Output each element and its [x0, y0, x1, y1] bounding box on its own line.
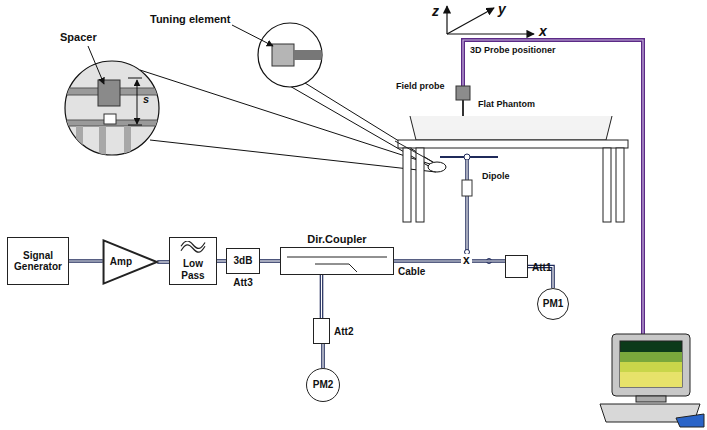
attenuator-3db: 3dBAtt3 [226, 248, 260, 274]
part-label: Dipole [482, 172, 510, 181]
axes [447, 6, 534, 34]
cable [321, 275, 322, 318]
cable-outer [260, 259, 280, 263]
low-pass-filter: Low Pass [169, 237, 217, 285]
attenuator: Att1 [505, 255, 528, 278]
node-caption: Att2 [334, 326, 353, 337]
cable [69, 261, 103, 262]
node-label: PM2 [313, 379, 334, 391]
cable-outer [320, 275, 324, 318]
cable-inner [394, 260, 505, 261]
cable-label: Cable [398, 266, 425, 277]
spacer-inset [60, 46, 170, 156]
dipole [428, 154, 498, 264]
tuning-inset [232, 23, 324, 87]
part-label: Spacer [60, 32, 97, 43]
cable-outer [394, 259, 505, 263]
part-label: Tuning element [150, 14, 230, 25]
node-caption: Dir.Coupler [307, 233, 366, 245]
amplifier: Amp [103, 240, 157, 284]
cable-outer [69, 259, 103, 263]
probe-positioner [456, 40, 643, 334]
node-caption: Att1 [532, 261, 551, 272]
power-meter: PM1 [537, 288, 569, 320]
power-meter: PM2 [306, 368, 340, 402]
node-caption: Att3 [233, 277, 252, 288]
cable-outer [321, 344, 325, 368]
node-label: Low Pass [173, 258, 213, 281]
part-label: Field probe [396, 82, 445, 91]
signal-generator: Signal Generator [7, 237, 69, 285]
node-label: Signal Generator [11, 250, 65, 273]
cable-inner [69, 260, 103, 261]
node-label: 3dB [234, 255, 253, 267]
axis-label: z [432, 4, 439, 18]
cable [217, 261, 226, 262]
part-label: Flat Phantom [478, 100, 535, 109]
junction-label: x [461, 254, 472, 266]
axis-label: x [539, 24, 547, 38]
cable [323, 344, 324, 368]
cable [394, 261, 505, 262]
attenuator: Att2 [313, 318, 330, 344]
filter-symbol [178, 241, 208, 256]
cable-inner [322, 344, 323, 368]
axis-label: y [498, 2, 506, 16]
phantom-table [395, 116, 628, 222]
dimension-label: s [143, 94, 149, 105]
cable [260, 261, 280, 262]
directional-coupler: Dir.Coupler [280, 247, 394, 275]
cable-inner [260, 260, 280, 261]
cable-outer [217, 259, 226, 263]
cable-inner [321, 275, 322, 318]
coupler-symbol [281, 248, 393, 274]
node-label: PM1 [543, 298, 564, 310]
cable-inner [217, 260, 226, 261]
computer [600, 334, 704, 427]
node-label: Amp [110, 256, 132, 268]
part-label: 3D Probe positioner [470, 46, 556, 55]
